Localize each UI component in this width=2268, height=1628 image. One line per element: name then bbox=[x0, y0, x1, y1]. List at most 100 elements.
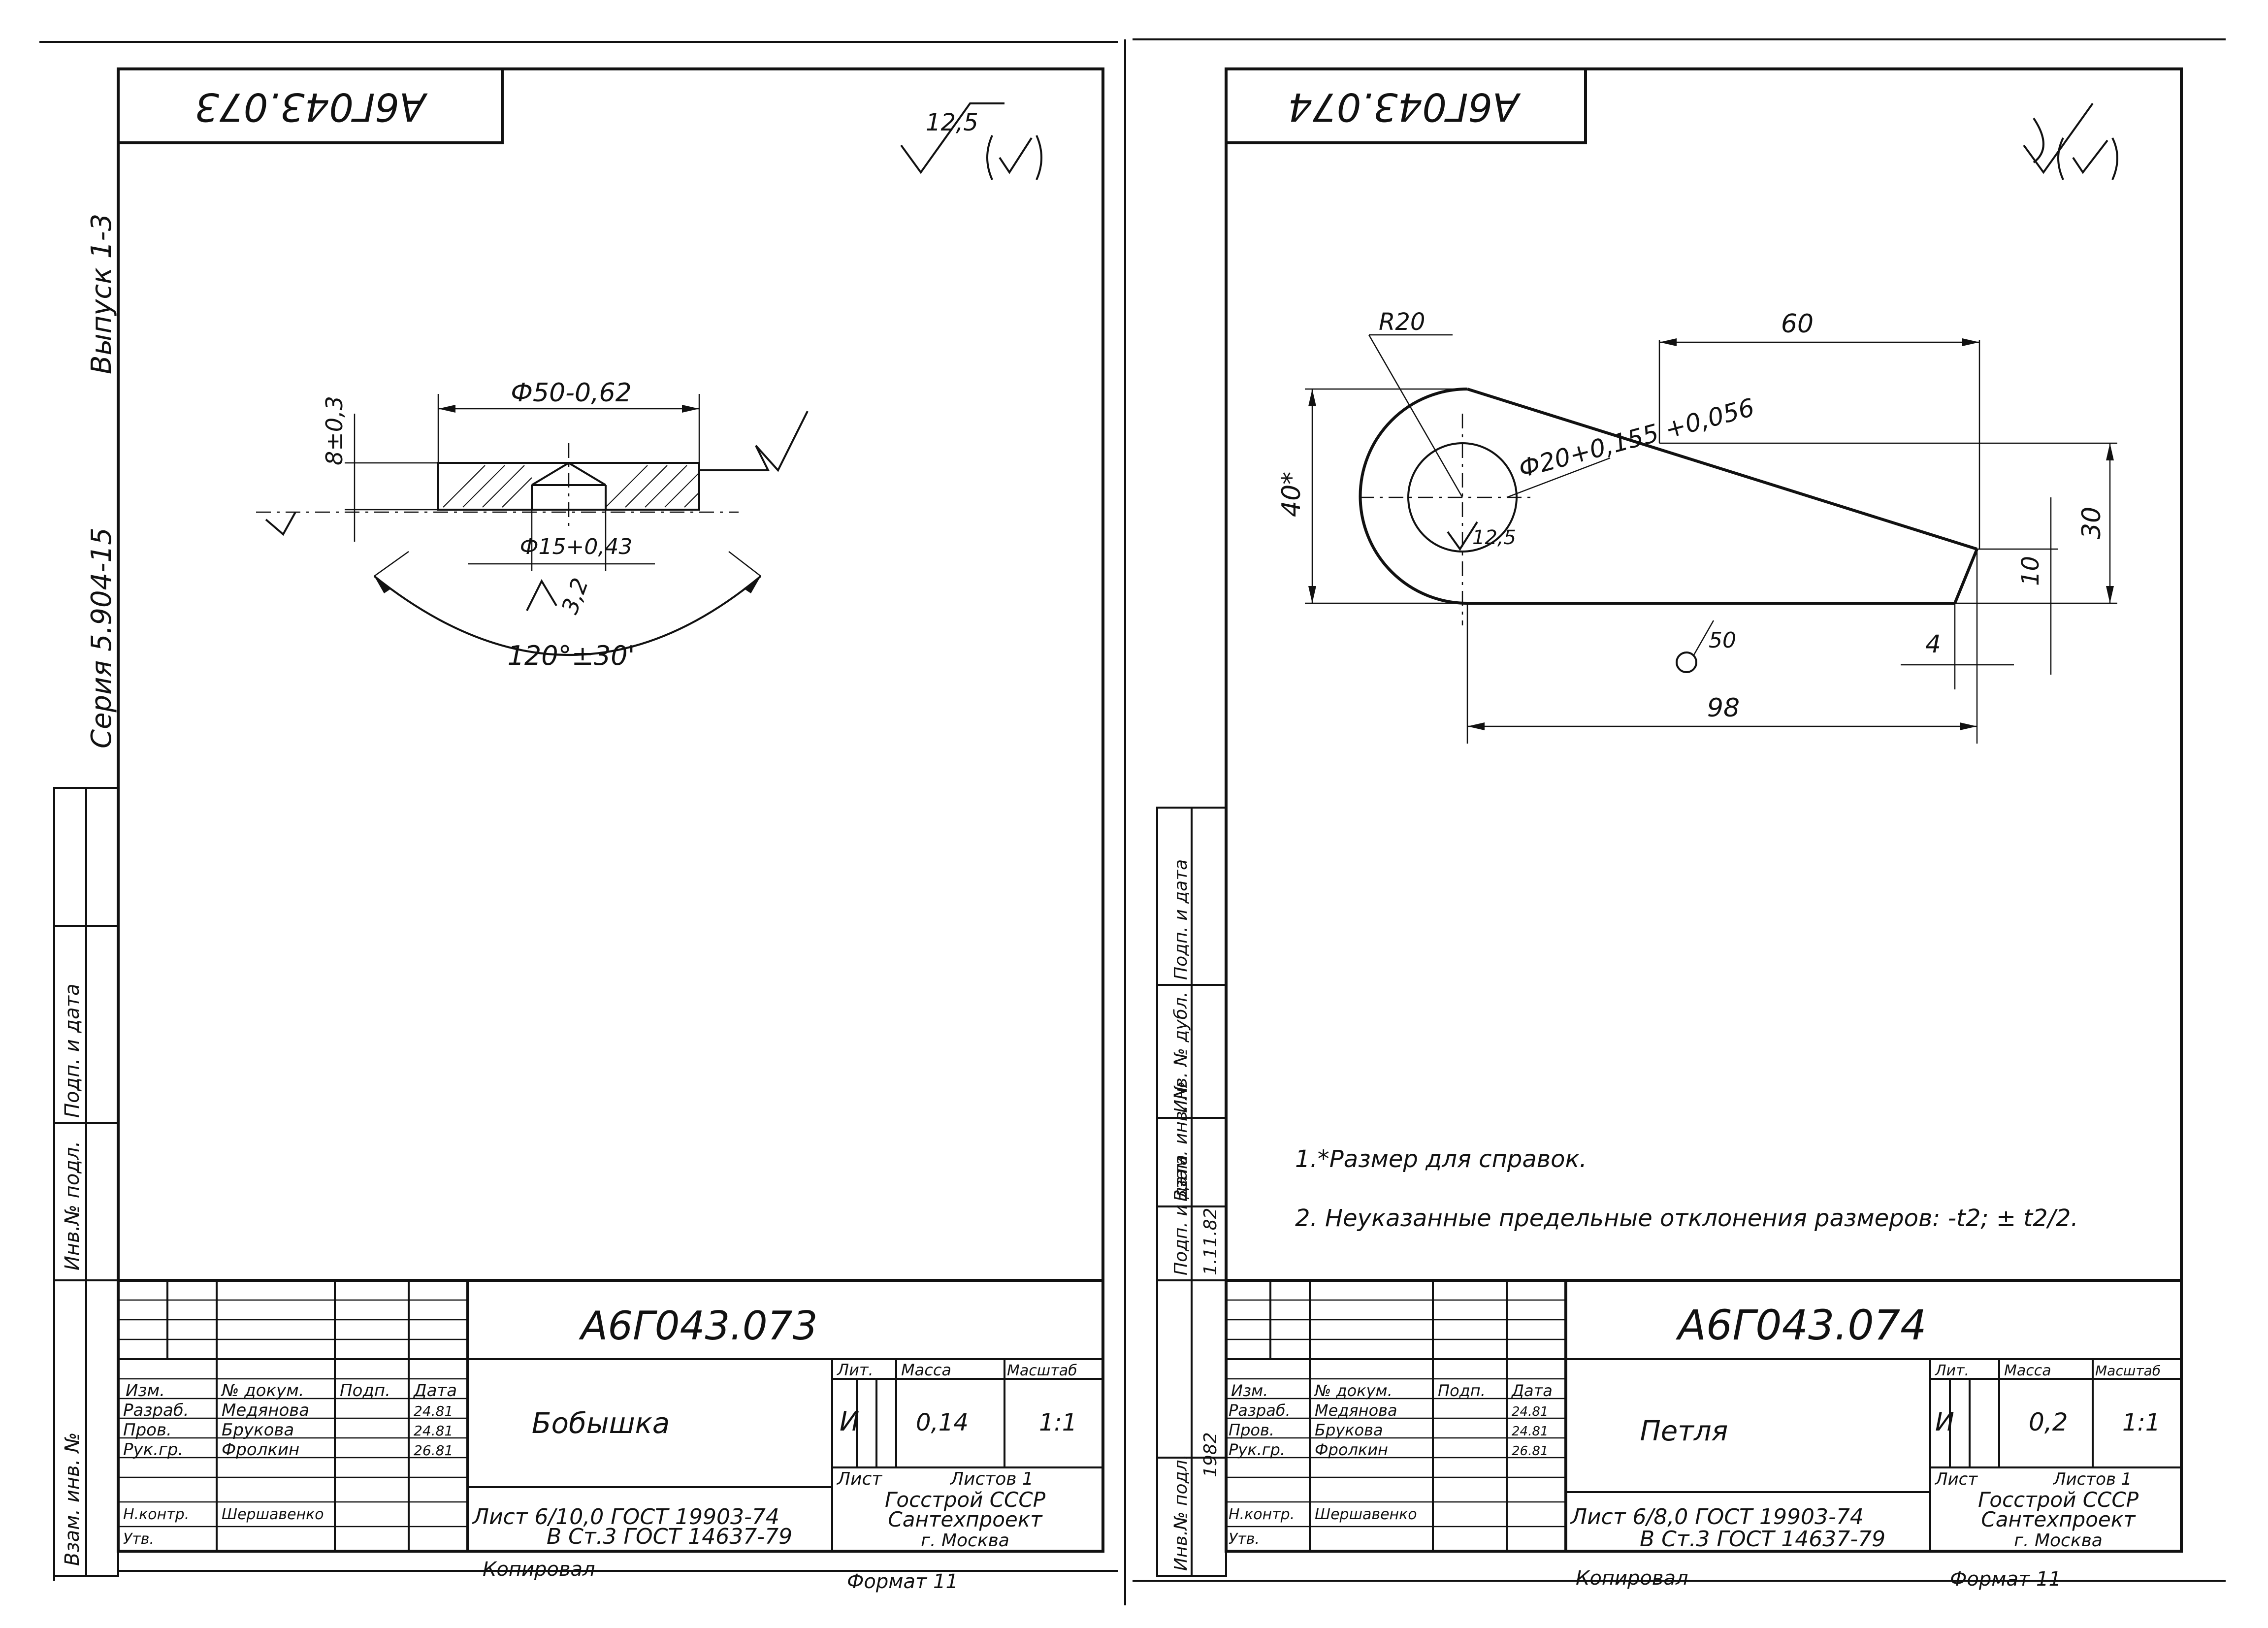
left-roughness-value: 12,5 bbox=[926, 109, 978, 136]
left-part-name: Бобышка bbox=[532, 1406, 670, 1440]
left-code: А6Г043.073 bbox=[578, 1303, 817, 1349]
left-scale-label: Масштаб bbox=[1007, 1362, 1077, 1379]
left-org-3: г. Москва bbox=[921, 1530, 1009, 1551]
left-material: Лист 6/10,0 ГОСТ 19903-74 bbox=[472, 1504, 779, 1530]
left-title-block: Изм. № докум. Подп. Дата Разраб. Медянов… bbox=[117, 1279, 1104, 1553]
left-margin-col-2: Взам. инв. № bbox=[61, 1432, 84, 1566]
petlya-top-edge bbox=[1467, 388, 1977, 551]
left-margin-series: Серия 5.904-15 bbox=[86, 527, 118, 749]
left-signature-grid bbox=[118, 1280, 468, 1551]
left-date-2: 26.81 bbox=[414, 1442, 453, 1459]
right-format: Формат 11 bbox=[1950, 1568, 2061, 1591]
right-litera-label: Лит. bbox=[1935, 1362, 1969, 1379]
right-material-2: В Ст.3 ГОСТ 14637-79 bbox=[1640, 1527, 1885, 1552]
right-sheet: А6Г043.074 Подп. и дата Инв. № дубл. Вза… bbox=[1133, 38, 2226, 1591]
dim-right-height: 30 bbox=[2077, 507, 2106, 539]
left-margin-issue: Выпуск 1-3 bbox=[86, 214, 118, 374]
right-name-2: Фролкин bbox=[1315, 1440, 1388, 1459]
right-margin-col-0: Инв.№ подл. bbox=[1171, 1454, 1191, 1571]
note-1: 1.*Размер для справок. bbox=[1295, 1145, 1587, 1173]
dim-thickness: 8±0,3 bbox=[321, 396, 348, 465]
right-hdr-izm: Изм. bbox=[1231, 1381, 1268, 1400]
left-copied-by: Копировал bbox=[483, 1558, 595, 1581]
right-name-3: Шершавенко bbox=[1315, 1506, 1417, 1523]
dim-inner-diameter: Ф15+0,43 bbox=[520, 534, 633, 559]
left-date-0: 24.81 bbox=[414, 1403, 453, 1419]
right-role-2: Рук.гр. bbox=[1229, 1440, 1285, 1459]
left-org-2: Сантехпроект bbox=[888, 1507, 1043, 1531]
right-signature-grid bbox=[1226, 1280, 1566, 1551]
left-scale: 1:1 bbox=[1039, 1409, 1077, 1436]
right-margin-col-3: Инв. № дубл. bbox=[1171, 992, 1191, 1113]
right-org-2: Сантехпроект bbox=[1981, 1507, 2136, 1531]
right-hdr-date: Дата bbox=[1511, 1381, 1553, 1400]
right-sheets-label: Листов 1 bbox=[2052, 1469, 2132, 1489]
dim-cone-angle: 120°±30' bbox=[508, 640, 635, 671]
right-date-1: 24.81 bbox=[1512, 1424, 1548, 1439]
right-sheet-label: Лист bbox=[1934, 1469, 1978, 1489]
dim-roughness-inner: 3,2 bbox=[556, 575, 594, 618]
petlya-arc bbox=[1359, 388, 1468, 605]
left-name-1: Брукова bbox=[222, 1420, 294, 1440]
dim-roughness-bottom: 50 bbox=[1709, 628, 1736, 653]
right-role-1: Пров. bbox=[1229, 1421, 1274, 1439]
right-code-box bbox=[1225, 67, 1587, 144]
right-margin-date: 1.11.82 bbox=[1200, 1208, 1221, 1275]
right-part-name: Петля bbox=[1640, 1415, 1728, 1447]
right-org-1: Госстрой СССР bbox=[1978, 1488, 2139, 1512]
right-name-1: Брукова bbox=[1315, 1421, 1383, 1439]
left-mass-label: Масса bbox=[901, 1361, 951, 1379]
left-material-2: В Ст.3 ГОСТ 14637-79 bbox=[547, 1524, 792, 1549]
right-mass: 0,2 bbox=[2029, 1408, 2068, 1436]
right-margin-col-4: Подп. и дата bbox=[1171, 859, 1191, 980]
cone-angle-arc bbox=[373, 575, 762, 656]
left-code-rotated: А6Г043.073 bbox=[195, 84, 428, 129]
dim-length: 98 bbox=[1707, 693, 1740, 723]
left-litera: И bbox=[840, 1406, 859, 1437]
right-name-0: Медянова bbox=[1315, 1401, 1397, 1420]
right-date-0: 24.81 bbox=[1512, 1404, 1548, 1419]
right-role-4: Утв. bbox=[1229, 1530, 1260, 1548]
dim-right-small: 10 bbox=[2017, 556, 2044, 586]
dim-length-top: 60 bbox=[1781, 309, 1814, 339]
left-sheet-label: Лист bbox=[836, 1469, 882, 1489]
left-hdr-date: Дата bbox=[413, 1381, 457, 1400]
right-title-block: Изм. № докум. Подп. Дата Разраб. Медянов… bbox=[1225, 1279, 2183, 1553]
left-roughness-symbol: 12,5 bbox=[900, 102, 1042, 180]
petlya-end-edge bbox=[1953, 548, 1978, 604]
right-mass-label: Масса bbox=[2004, 1362, 2051, 1379]
left-code-box bbox=[117, 67, 504, 144]
right-org-3: г. Москва bbox=[2014, 1530, 2103, 1551]
left-hdr-sign: Подп. bbox=[340, 1381, 390, 1400]
right-scale-label: Масштаб bbox=[2095, 1363, 2161, 1379]
petlya-drawing: R20 Ф20+0,155 +0,056 12,5 60 40* bbox=[1277, 308, 2117, 744]
right-material: Лист 6/8,0 ГОСТ 19903-74 bbox=[1570, 1504, 1864, 1530]
left-name-3: Шершавенко bbox=[222, 1506, 324, 1523]
left-sheet: А6Г043.073 Выпуск 1-3 Серия 5.904-15 Под… bbox=[39, 41, 1118, 1593]
bobyshka-drawing: Ф50-0,62 8±0,3 Ф15+0,43 3,2 120 bbox=[256, 378, 809, 671]
dim-radius: R20 bbox=[1379, 308, 1425, 336]
right-margin-col-2: Взам. инв. № bbox=[1171, 1081, 1191, 1202]
dim-hole-roughness: 12,5 bbox=[1472, 526, 1516, 549]
right-code: А6Г043.074 bbox=[1675, 1301, 1926, 1349]
left-litera-label: Лит. bbox=[837, 1361, 874, 1379]
left-date-1: 24.81 bbox=[414, 1423, 453, 1439]
left-mass: 0,14 bbox=[916, 1409, 969, 1436]
right-hdr-doc: № докум. bbox=[1314, 1381, 1393, 1400]
left-hdr-izm: Изм. bbox=[126, 1381, 165, 1400]
right-role-0: Разраб. bbox=[1229, 1401, 1291, 1420]
right-scale: 1:1 bbox=[2122, 1409, 2160, 1436]
right-copied-by: Копировал bbox=[1576, 1567, 1688, 1590]
left-sheets-label: Листов 1 bbox=[949, 1469, 1034, 1489]
left-name-2: Фролкин bbox=[222, 1440, 299, 1460]
left-role-3: Н.контр. bbox=[123, 1506, 189, 1523]
dim-outer-diameter: Ф50-0,62 bbox=[511, 378, 631, 408]
dim-height: 40* bbox=[1277, 472, 1306, 517]
right-margin-year: 1982 bbox=[1200, 1432, 1221, 1477]
left-role-2: Рук.гр. bbox=[123, 1440, 183, 1460]
left-margin-col-1: Подп. и дата bbox=[61, 984, 84, 1118]
left-role-0: Разраб. bbox=[123, 1400, 189, 1420]
right-hdr-sign: Подп. bbox=[1438, 1381, 1486, 1400]
right-role-3: Н.контр. bbox=[1229, 1506, 1295, 1523]
right-date-2: 26.81 bbox=[1512, 1444, 1548, 1459]
